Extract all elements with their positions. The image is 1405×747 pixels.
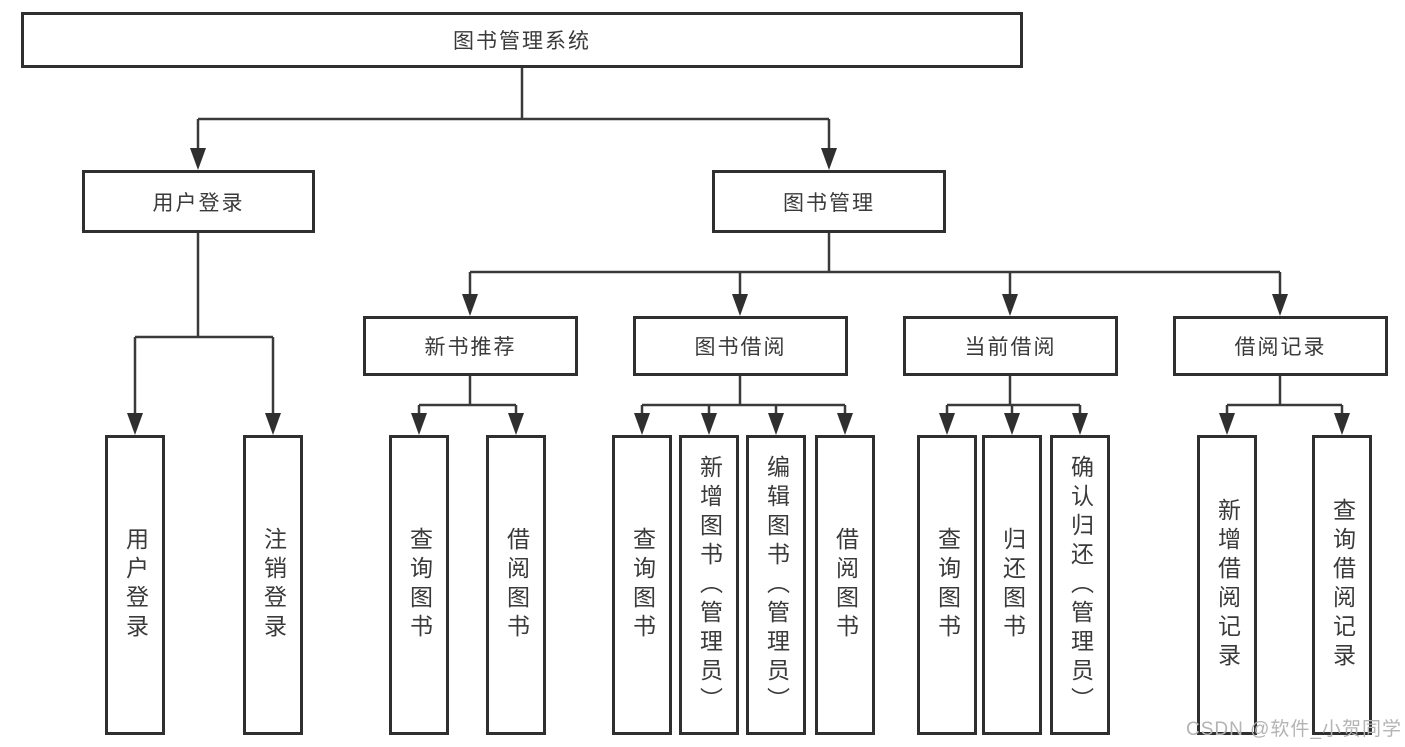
- leaf-current-query-books: 查询图书: [917, 435, 977, 735]
- node-book-borrow: 图书借阅: [633, 316, 848, 376]
- connector-userlogin-to-leaves: [133, 233, 275, 417]
- leaf-current-return-books: 归还图书: [982, 435, 1042, 735]
- node-label: 查询图书: [934, 527, 961, 643]
- leaf-borrow-query-books: 查询图书: [612, 435, 672, 735]
- leaf-borrow-edit-books-admin: 编辑图书（管理员）: [746, 435, 806, 735]
- node-label: 图书管理: [783, 191, 875, 215]
- connector-currentborrow-to-leaves: [945, 376, 1082, 417]
- leaf-current-confirm-return-admin: 确认归还（管理员）: [1050, 435, 1110, 735]
- node-library-management-system: 图书管理系统: [21, 12, 1023, 68]
- node-label: 新书推荐: [424, 336, 517, 359]
- connector-bookborrow-to-leaves: [640, 376, 847, 417]
- node-new-book-recommend: 新书推荐: [363, 316, 578, 376]
- node-label: 编辑图书（管理员）: [763, 454, 790, 716]
- node-book-management: 图书管理: [712, 170, 946, 233]
- leaf-newbook-borrow-books: 借阅图书: [486, 435, 546, 735]
- node-label: 归还图书: [999, 527, 1026, 643]
- leaf-user-login: 用户登录: [105, 435, 165, 735]
- connector-newbook-to-leaves: [417, 376, 518, 417]
- node-label: 查询图书: [406, 527, 433, 643]
- node-label: 新增图书（管理员）: [696, 454, 723, 716]
- leaf-record-query-borrow-record: 查询借阅记录: [1312, 435, 1372, 735]
- node-label: 用户登录: [152, 191, 245, 215]
- connector-root-to-level2: [196, 68, 831, 152]
- node-label: 注销登录: [260, 527, 287, 643]
- node-label: 新增借阅记录: [1214, 498, 1241, 672]
- leaf-newbook-query-books: 查询图书: [389, 435, 449, 735]
- node-borrow-records: 借阅记录: [1173, 316, 1388, 376]
- node-label: 借阅记录: [1234, 336, 1327, 359]
- node-current-borrow: 当前借阅: [903, 316, 1118, 376]
- leaf-logout: 注销登录: [243, 435, 303, 735]
- leaf-record-add-borrow-record: 新增借阅记录: [1197, 435, 1257, 735]
- node-label: 借阅图书: [832, 527, 859, 643]
- leaf-borrow-add-books-admin: 新增图书（管理员）: [679, 435, 739, 735]
- node-label: 图书借阅: [694, 336, 787, 359]
- node-label: 图书管理系统: [453, 30, 591, 53]
- node-label: 借阅图书: [503, 527, 530, 643]
- node-label: 用户登录: [122, 527, 149, 643]
- connector-bookmgmt-to-level3: [468, 233, 1282, 298]
- node-label: 查询图书: [629, 527, 656, 643]
- node-label: 当前借阅: [964, 336, 1057, 359]
- node-label: 确认归还（管理员）: [1067, 454, 1094, 716]
- leaf-borrow-borrow-books: 借阅图书: [815, 435, 875, 735]
- node-label: 查询借阅记录: [1329, 498, 1356, 672]
- csdn-watermark: CSDN @软件_小贺同学: [1186, 719, 1402, 740]
- node-user-login: 用户登录: [82, 170, 315, 233]
- connector-record-to-leaves: [1225, 376, 1344, 417]
